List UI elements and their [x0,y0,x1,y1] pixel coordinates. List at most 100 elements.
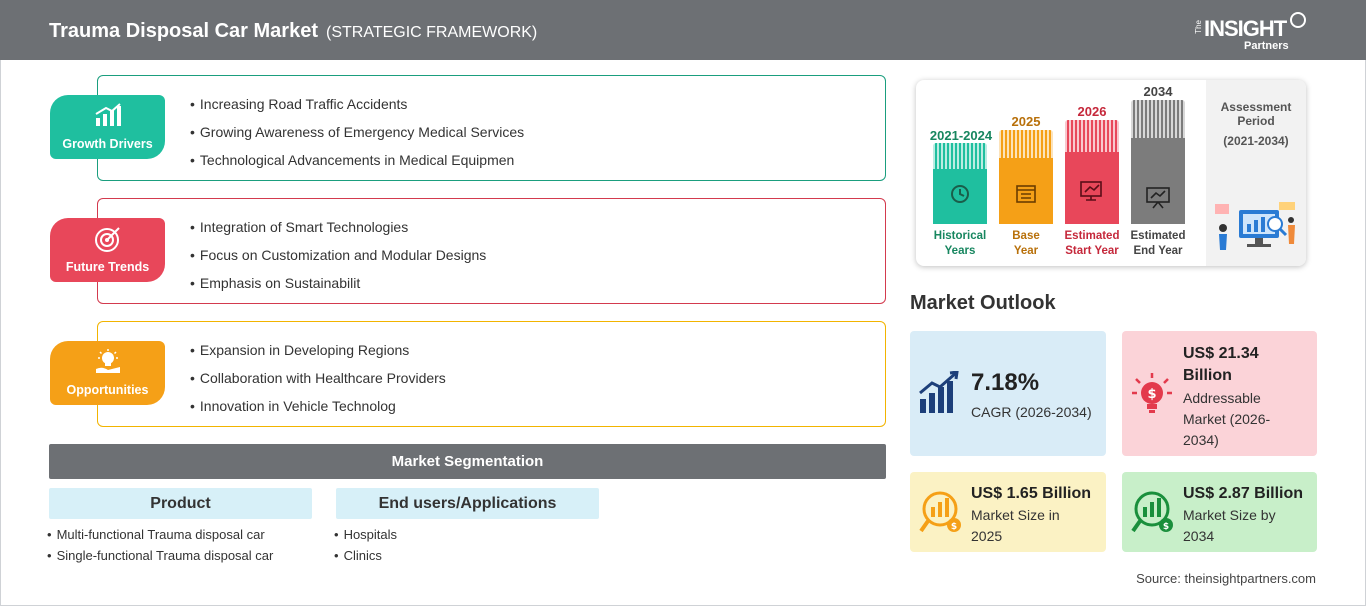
list-item: Integration of Smart Technologies [190,218,486,246]
segment-heading-end-users: End users/Applications [336,488,599,519]
timeline-year-base: 2025 [1011,114,1041,129]
future-trends-card: Integration of Smart Technologies Focus … [97,198,886,304]
market-size-2034-value: US$ 2.87 Billion [1183,485,1304,502]
opportunities-list: Expansion in Developing Regions Collabor… [190,341,446,425]
addressable-label: Addressable Market (2026- 2034) [1183,388,1270,451]
growth-drivers-badge: Growth Drivers [50,95,165,159]
market-size-2025-label: Market Size in 2025 [971,505,1060,547]
list-item: Single-functional Trauma disposal car [47,548,274,569]
timeline-bar-end [1131,138,1185,224]
assessment-timeline: 2021-2024 Historical Years 2025 Base Yea… [916,80,1306,266]
timeline-year-start: 2026 [1077,104,1107,119]
timeline-caption-end: Estimated End Year [1123,229,1193,259]
list-item: Emphasis on Sustainabilit [190,274,486,302]
timeline-caption-historical: Historical Years [925,229,995,259]
money-bulb-icon: $ [1132,373,1172,413]
label-line: 2034) [1183,432,1219,448]
growth-drivers-card: Increasing Road Traffic Accidents Growin… [97,75,886,181]
header-bar: Trauma Disposal Car Market(STRATEGIC FRA… [0,0,1366,60]
badge-label: Opportunities [66,383,149,397]
value-line: US$ 21.34 [1183,345,1259,362]
end-users-segment-list: Hospitals Clinics [334,527,397,569]
timeline-bar-cap [1065,120,1119,152]
timeline-caption-base: Base Year [991,229,1061,259]
market-size-2025-tile: $ US$ 1.65 Billion Market Size in 2025 [910,472,1106,552]
list-item: Increasing Road Traffic Accidents [190,95,524,123]
logo-insight: INSIGHT [1204,16,1287,41]
caption-line: Base [1012,230,1040,242]
badge-label: Growth Drivers [62,137,153,151]
assessment-line: Period [1237,114,1275,128]
caption-line: Estimated [1130,230,1186,242]
segment-heading-product: Product [49,488,312,519]
list-item: Technological Advancements in Medical Eq… [190,151,524,179]
cagr-tile: 7.18% CAGR (2026-2034) [910,331,1106,456]
lightbulb-hand-icon [96,349,120,373]
label-line: 2034 [1183,528,1215,544]
timeline-bar-cap [933,143,987,169]
timeline-caption-start: Estimated Start Year [1057,229,1127,259]
page-title: Trauma Disposal Car Market(STRATEGIC FRA… [49,20,537,43]
title-subtitle: (STRATEGIC FRAMEWORK) [326,24,538,41]
list-item: Innovation in Vehicle Technolog [190,397,446,425]
cagr-value: 7.18% [971,369,1040,396]
growth-drivers-list: Increasing Road Traffic Accidents Growin… [190,95,524,179]
calendar-icon [1016,185,1036,203]
coin-chart-icon: $ [919,491,961,533]
assessment-heading: Assessment Period [1206,100,1306,128]
assessment-range: (2021-2034) [1223,134,1289,148]
segmentation-title: Market Segmentation [49,444,886,479]
addressable-value: US$ 21.34 Billion [1183,343,1259,387]
presentation-board-icon [1146,187,1170,209]
caption-line: Start Year [1065,245,1119,257]
list-item: Clinics [334,548,397,569]
list-item: Hospitals [334,527,397,548]
label-line: 2025 [971,528,1003,544]
addressable-market-tile: $ US$ 21.34 Billion Addressable Market (… [1122,331,1317,456]
label-line: Market (2026- [1183,411,1271,427]
history-icon [951,185,969,203]
caption-line: Year [1013,245,1039,257]
opportunities-card: Expansion in Developing Regions Collabor… [97,321,886,427]
analytics-people-icon [1215,202,1295,250]
list-item: Multi-functional Trauma disposal car [47,527,273,548]
growth-chart-icon [95,103,121,126]
market-size-2034-tile: $ US$ 2.87 Billion Market Size by 2034 [1122,472,1317,552]
future-trends-list: Integration of Smart Technologies Focus … [190,218,486,302]
value-line: Billion [1183,367,1232,384]
badge-label: Future Trends [65,260,150,274]
label-line: Market Size in [971,507,1060,523]
svg-text:$: $ [1163,522,1169,532]
caption-line: Historical [933,230,987,242]
insight-partners-logo[interactable]: The INSIGHT Partners [1194,12,1306,54]
target-icon [95,227,120,252]
list-item: Focus on Customization and Modular Desig… [190,246,486,274]
list-item: Growing Awareness of Emergency Medical S… [190,123,524,151]
svg-text:$: $ [951,522,957,532]
market-size-2025-value: US$ 1.65 Billion [971,485,1092,502]
logo-partners: Partners [1244,40,1289,52]
market-size-2034-label: Market Size by 2034 [1183,505,1276,547]
timeline-bar-start [1065,152,1119,224]
opportunities-badge: Opportunities [50,341,165,405]
source-credit[interactable]: Source: theinsightpartners.com [1136,571,1316,586]
list-item: Expansion in Developing Regions [190,341,446,369]
assessment-line: Assessment [1220,100,1292,114]
timeline-bar-historical [933,169,987,224]
timeline-year-historical: 2021-2024 [929,128,993,143]
market-outlook-title: Market Outlook [910,292,1056,314]
timeline-bar-cap [999,130,1053,158]
svg-text:$: $ [1147,387,1156,402]
caption-line: Estimated [1064,230,1120,242]
growth-chart-icon [919,371,959,413]
caption-line: Years [944,245,976,257]
list-item: Collaboration with Healthcare Providers [190,369,446,397]
logo-ring-icon [1290,12,1306,28]
product-segment-list: Multi-functional Trauma disposal car Sin… [47,527,274,569]
timeline-bar-base [999,158,1053,224]
coin-chart-icon: $ [1131,491,1173,533]
timeline-bar-cap [1131,100,1185,138]
rocket-dashboard-icon [1080,181,1102,201]
timeline-year-end: 2034 [1143,84,1173,99]
cagr-label: CAGR (2026-2034) [971,404,1092,420]
